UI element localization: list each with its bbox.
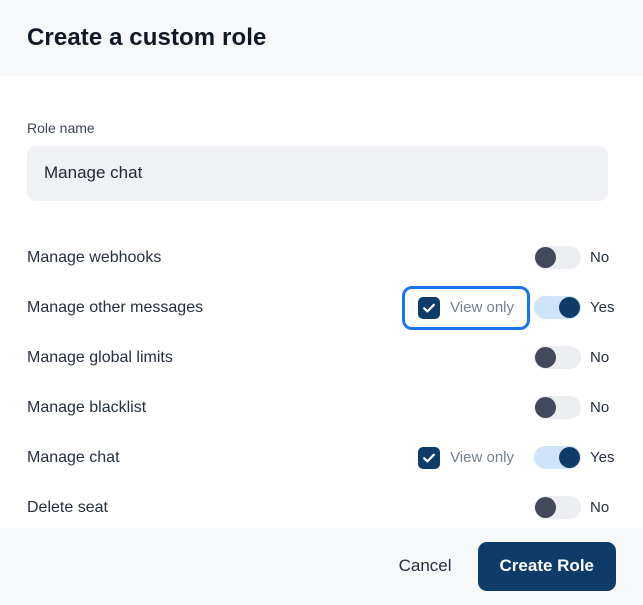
permission-label: Manage webhooks <box>27 249 162 267</box>
toggle-knob <box>535 347 556 369</box>
toggle-switch[interactable] <box>534 396 581 420</box>
toggle-switch[interactable] <box>534 246 581 270</box>
toggle-knob <box>535 397 556 419</box>
toggle-knob <box>535 497 556 519</box>
toggle-knob <box>559 447 580 469</box>
permission-controls: View only Yes <box>402 285 616 330</box>
permissions-list: Manage webhooksView onlyNoManage other m… <box>27 233 616 528</box>
permission-controls: View onlyNo <box>402 486 616 528</box>
role-name-input[interactable] <box>27 145 608 201</box>
toggle-state-label: No <box>590 398 610 416</box>
dialog-header: Create a custom role <box>0 0 643 76</box>
toggle-switch[interactable] <box>534 346 581 370</box>
permission-controls: View onlyNo <box>402 236 616 280</box>
permission-row-manage-other-messages: Manage other messages View only Yes <box>27 283 616 333</box>
permission-toggle-group: Yes <box>534 446 616 470</box>
create-role-button[interactable]: Create Role <box>477 542 616 591</box>
permission-controls: View onlyNo <box>402 386 616 430</box>
permission-row-manage-blacklist: Manage blacklist View onlyNo <box>27 383 616 433</box>
permission-toggle-group: No <box>534 246 616 270</box>
view-only-checkbox-group[interactable]: View only <box>402 436 530 480</box>
view-only-label: View only <box>450 448 514 466</box>
permission-controls: View onlyNo <box>402 336 616 380</box>
toggle-knob <box>559 297 580 319</box>
permission-toggle-group: No <box>534 396 616 420</box>
permission-row-manage-global-limits: Manage global limits View onlyNo <box>27 333 616 383</box>
toggle-state-label: No <box>590 498 610 516</box>
dialog-body: Role name Manage webhooksView onlyNoMana… <box>0 76 643 528</box>
role-name-label: Role name <box>27 120 95 136</box>
toggle-switch[interactable] <box>534 446 581 470</box>
permission-row-delete-seat: Delete seat View onlyNo <box>27 483 616 528</box>
permission-toggle-group: Yes <box>534 296 616 320</box>
permission-label: Manage blacklist <box>27 399 147 417</box>
dialog-title: Create a custom role <box>27 23 267 51</box>
permission-toggle-group: No <box>534 346 616 370</box>
toggle-state-label: Yes <box>590 298 615 316</box>
permission-label: Manage global limits <box>27 349 173 367</box>
cancel-button[interactable]: Cancel <box>385 546 466 586</box>
permission-label: Manage other messages <box>27 299 204 317</box>
toggle-knob <box>535 247 556 269</box>
dialog-footer: Cancel Create Role <box>0 528 643 605</box>
permission-toggle-group: No <box>534 496 616 520</box>
permission-row-manage-chat: Manage chat View only Yes <box>27 433 616 483</box>
permission-row-manage-webhooks: Manage webhooks View onlyNo <box>27 233 616 283</box>
view-only-label: View only <box>450 298 514 316</box>
check-icon <box>418 296 441 319</box>
view-only-checkbox-group[interactable]: View only <box>402 285 530 330</box>
toggle-switch[interactable] <box>534 296 581 320</box>
permission-controls: View only Yes <box>402 436 616 480</box>
permission-label: Delete seat <box>27 499 108 517</box>
toggle-state-label: No <box>590 348 610 366</box>
role-name-field-group: Role name <box>27 76 616 201</box>
toggle-switch[interactable] <box>534 496 581 520</box>
toggle-state-label: Yes <box>590 448 615 466</box>
toggle-state-label: No <box>590 248 610 266</box>
check-icon <box>418 446 441 469</box>
permission-label: Manage chat <box>27 449 120 467</box>
